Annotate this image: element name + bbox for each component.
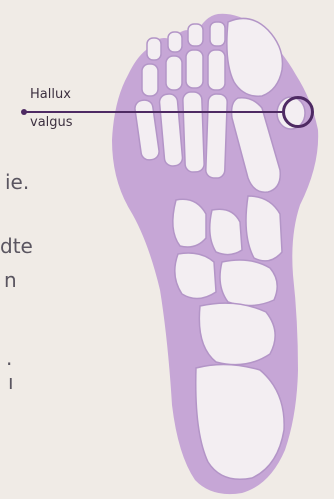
annotation-start-dot	[21, 109, 27, 115]
annotation-label-line1: Hallux	[30, 88, 73, 102]
annotation-label: Hallux valgus	[30, 88, 73, 131]
annotation-label-line2: valgus	[30, 116, 73, 130]
